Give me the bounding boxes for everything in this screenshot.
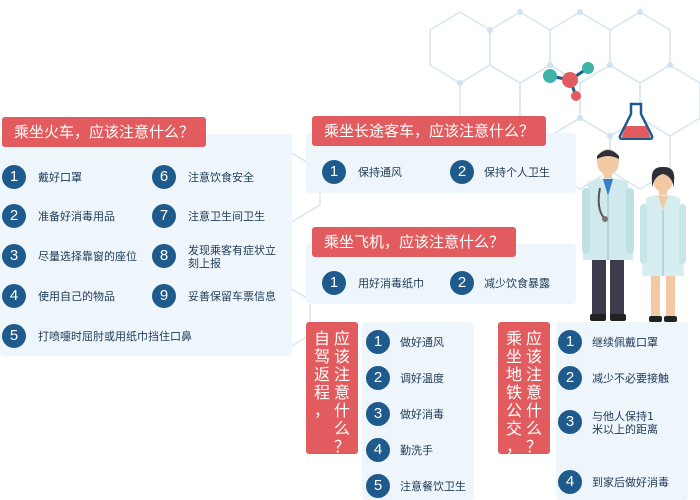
car-item-5-text: 注意餐饮卫生	[400, 480, 466, 493]
car-item-3-text: 做好消毒	[400, 408, 444, 421]
subway-item-2-text: 减少不必要接触	[592, 372, 669, 385]
flask-icon	[618, 102, 654, 140]
train-item-8-number: 8	[152, 244, 176, 268]
car-item-3-number: 3	[366, 402, 390, 426]
subway-title: 乘坐地铁公交， 应该注意什么？	[498, 322, 550, 456]
train-item-7-number: 7	[152, 204, 176, 228]
train-item-6-number: 6	[152, 165, 176, 189]
subway-item-4-number: 4	[558, 470, 582, 494]
car-title-col2: 应该注意什么？	[333, 329, 350, 456]
train-item-9-number: 9	[152, 284, 176, 308]
train-item-1-number: 1	[2, 165, 26, 189]
train-item-2-text: 准备好消毒用品	[38, 210, 115, 223]
plane-item-2-number: 2	[450, 271, 474, 295]
bus-item-1-text: 保持通风	[358, 166, 402, 179]
train-item-5-number: 5	[2, 324, 26, 348]
train-item-6-text: 注意饮食安全	[188, 171, 254, 184]
plane-title: 乘坐飞机，应该注意什么？	[312, 227, 517, 257]
plane-item-1-text: 用好消毒纸巾	[358, 277, 424, 290]
train-card	[0, 134, 292, 356]
car-item-1-text: 做好通风	[400, 336, 444, 349]
car-item-1-number: 1	[366, 330, 390, 354]
subway-title-col1: 乘坐地铁公交，	[505, 329, 522, 456]
train-item-5-text: 打喷嚏时屈肘或用纸巾挡住口鼻	[38, 330, 192, 343]
bus-item-1-number: 1	[322, 160, 346, 184]
car-item-2-number: 2	[366, 366, 390, 390]
subway-item-3-number: 3	[558, 410, 582, 434]
subway-item-2-number: 2	[558, 366, 582, 390]
train-item-2-number: 2	[2, 204, 26, 228]
bus-item-2-text: 保持个人卫生	[484, 166, 550, 179]
plane-item-1-number: 1	[322, 271, 346, 295]
subway-item-4-text: 到家后做好消毒	[592, 476, 669, 489]
car-title-col1: 自驾返程，	[313, 329, 330, 420]
car-item-4-text: 勤洗手	[400, 444, 433, 457]
train-item-3-text: 尽量选择靠窗的座位	[38, 250, 137, 263]
car-item-4-number: 4	[366, 438, 390, 462]
train-item-7-text: 注意卫生间卫生	[188, 210, 265, 223]
subway-item-1-number: 1	[558, 330, 582, 354]
subway-item-3-text: 与他人保持1米以上的距离	[592, 410, 658, 436]
train-item-4-text: 使用自己的物品	[38, 290, 115, 303]
train-item-3-number: 3	[2, 244, 26, 268]
car-title: 自驾返程， 应该注意什么？	[306, 322, 358, 456]
train-item-9-text: 妥善保留车票信息	[188, 290, 276, 303]
car-item-2-text: 调好温度	[400, 372, 444, 385]
car-item-5-number: 5	[366, 474, 390, 498]
subway-title-col2: 应该注意什么？	[525, 329, 542, 456]
plane-item-2-text: 减少饮食暴露	[484, 277, 550, 290]
subway-card	[556, 322, 688, 500]
train-item-1-text: 戴好口罩	[38, 171, 82, 184]
train-title: 乘坐火车，应该注意什么？	[2, 117, 207, 147]
molecule-icon	[543, 62, 594, 101]
female-doctor-icon	[640, 166, 686, 322]
bus-item-2-number: 2	[450, 160, 474, 184]
bus-title: 乘坐长途客车，应该注意什么？	[312, 116, 547, 146]
train-item-4-number: 4	[2, 284, 26, 308]
male-doctor-icon	[582, 149, 634, 321]
subway-item-1-text: 继续佩戴口罩	[592, 336, 658, 349]
train-item-8-text: 发现乘客有症状立刻上报	[188, 244, 276, 270]
